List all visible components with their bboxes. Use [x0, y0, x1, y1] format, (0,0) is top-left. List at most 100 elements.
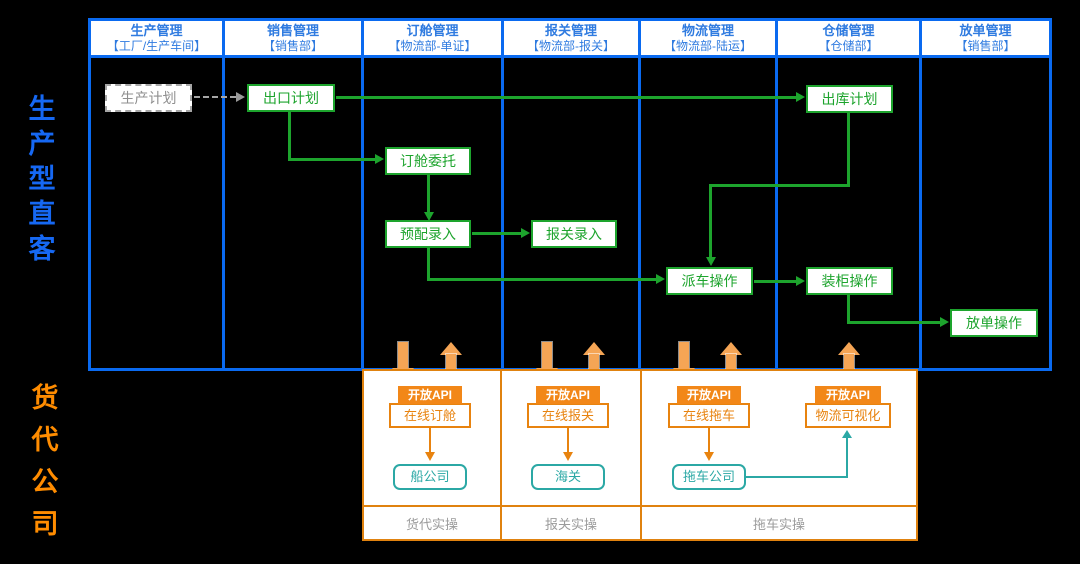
- footer-customs-ops: 报关实操: [544, 516, 597, 532]
- node-booking-request: 订舱委托: [385, 147, 471, 175]
- open-api-badge: 开放API: [677, 386, 741, 404]
- down-arrow-icon: [542, 342, 552, 369]
- connector-dispatch-to-loading: [754, 280, 798, 283]
- arrowhead-right-icon: [796, 92, 805, 102]
- connector-outboundplan-to-dispatch: [709, 184, 850, 187]
- service-online-trucking: 在线拖车: [668, 403, 750, 428]
- lane-dept: 【物流部-陆运】: [664, 38, 752, 53]
- node-customs-entry: 报关录入: [531, 220, 617, 248]
- panel-divider: [640, 371, 642, 539]
- footer-forwarder-ops: 货代实操: [405, 516, 458, 532]
- connector-truckco-to-visibility: [846, 438, 848, 478]
- arrowhead-right-icon: [521, 228, 530, 238]
- up-arrow-icon: [446, 354, 456, 383]
- lane-header-release: 放单管理 【销售部】: [922, 21, 1049, 55]
- up-arrow-icon: [726, 354, 736, 383]
- connector-preconfig-to-dispatch: [427, 248, 430, 281]
- connector-loading-to-release: [847, 295, 850, 324]
- panel-divider: [500, 371, 502, 539]
- open-api-badge: 开放API: [398, 386, 462, 404]
- producer-side-label: 生产型直客: [28, 94, 56, 264]
- lane-title: 生产管理: [130, 22, 183, 38]
- connector-outboundplan-to-dispatch: [709, 184, 712, 258]
- down-arrow-icon: [398, 342, 408, 369]
- up-arrow-icon: [440, 342, 462, 355]
- header-underline: [91, 55, 1049, 58]
- service-online-customs: 在线报关: [527, 403, 609, 428]
- lane-divider: [222, 21, 225, 368]
- up-arrow-icon: [589, 354, 599, 383]
- forwarder-side-label: 货代公司: [31, 383, 59, 539]
- lane-header-production: 生产管理 【工厂/生产车间】: [91, 21, 222, 55]
- lane-header-logistics: 物流管理 【物流部-陆运】: [641, 21, 775, 55]
- lane-title: 销售管理: [266, 22, 319, 38]
- up-arrow-icon: [720, 342, 742, 355]
- lane-title: 仓储管理: [822, 22, 875, 38]
- connector-export-to-booking: [288, 158, 377, 161]
- node-export-plan: 出口计划: [247, 84, 335, 112]
- lane-dept: 【销售部】: [955, 38, 1016, 53]
- lane-title: 放单管理: [959, 22, 1012, 38]
- lane-dept: 【仓储部】: [818, 38, 879, 53]
- open-api-badge: 开放API: [815, 386, 881, 404]
- arrowhead-down-icon: [425, 452, 435, 461]
- arrowhead-down-icon: [424, 212, 434, 221]
- lane-header-sales: 销售管理 【销售部】: [225, 21, 361, 55]
- header-band: [91, 21, 1049, 55]
- up-arrow-icon: [583, 342, 605, 355]
- up-arrow-icon: [838, 342, 860, 355]
- arrowhead-right-icon: [236, 92, 245, 102]
- lane-divider: [361, 21, 364, 368]
- arrowhead-right-icon: [940, 317, 949, 327]
- lane-title: 物流管理: [681, 22, 734, 38]
- partner-truck-company: 拖车公司: [672, 464, 746, 490]
- arrowhead-down-icon: [706, 257, 716, 266]
- connector-outboundplan-to-dispatch: [847, 112, 850, 187]
- lane-header-warehouse: 仓储管理 【仓储部】: [778, 21, 919, 55]
- lane-dept: 【工厂/生产车间】: [106, 38, 207, 53]
- node-production-plan: 生产计划: [105, 84, 192, 112]
- lane-frame: [88, 18, 1052, 371]
- connector-preconfig-to-dispatch: [427, 278, 658, 281]
- connector-export-to-outbound: [336, 96, 797, 99]
- lane-divider: [919, 21, 922, 368]
- connector-truckco-to-visibility: [746, 476, 848, 478]
- lane-dept: 【销售部】: [262, 38, 323, 53]
- partner-customs-office: 海关: [531, 464, 605, 490]
- lane-header-customs: 报关管理 【物流部-报关】: [504, 21, 638, 55]
- node-preconfig-entry: 预配录入: [385, 220, 471, 248]
- connector-trucking-to-truck-company: [708, 428, 710, 454]
- node-container-loading: 装柜操作: [806, 267, 893, 295]
- connector-loading-to-release: [847, 321, 942, 324]
- lane-title: 订舱管理: [406, 22, 459, 38]
- lane-title: 报关管理: [544, 22, 597, 38]
- connector-export-to-booking: [288, 112, 291, 160]
- lane-dept: 【物流部-单证】: [388, 38, 477, 53]
- lane-dept: 【物流部-报关】: [527, 38, 615, 53]
- connector-booking-to-preconfig: [427, 175, 430, 213]
- arrowhead-down-icon: [563, 452, 573, 461]
- node-outbound-plan: 出库计划: [806, 85, 893, 113]
- down-arrow-icon: [679, 342, 689, 369]
- lane-divider: [638, 21, 641, 368]
- arrowhead-down-icon: [704, 452, 714, 461]
- node-truck-dispatch: 派车操作: [666, 267, 753, 295]
- arrowhead-right-icon: [375, 154, 384, 164]
- service-logistics-visibility: 物流可视化: [805, 403, 891, 428]
- lane-divider: [501, 21, 504, 368]
- panel-footer-divider: [364, 505, 916, 507]
- arrowhead-right-icon: [796, 276, 805, 286]
- connector-production-to-export: [194, 96, 236, 98]
- node-release-operation: 放单操作: [950, 309, 1038, 337]
- arrowhead-right-icon: [656, 274, 665, 284]
- connector-preconfig-to-customs: [472, 232, 523, 235]
- connector-customs-to-customs-office: [567, 428, 569, 454]
- lane-header-booking: 订舱管理 【物流部-单证】: [364, 21, 501, 55]
- connector-booking-to-carrier: [429, 428, 431, 454]
- footer-trucking-ops: 拖车实操: [752, 516, 805, 532]
- arrowhead-up-icon: [842, 430, 852, 438]
- open-api-badge: 开放API: [536, 386, 600, 404]
- lane-divider: [775, 21, 778, 368]
- partner-shipping-company: 船公司: [393, 464, 467, 490]
